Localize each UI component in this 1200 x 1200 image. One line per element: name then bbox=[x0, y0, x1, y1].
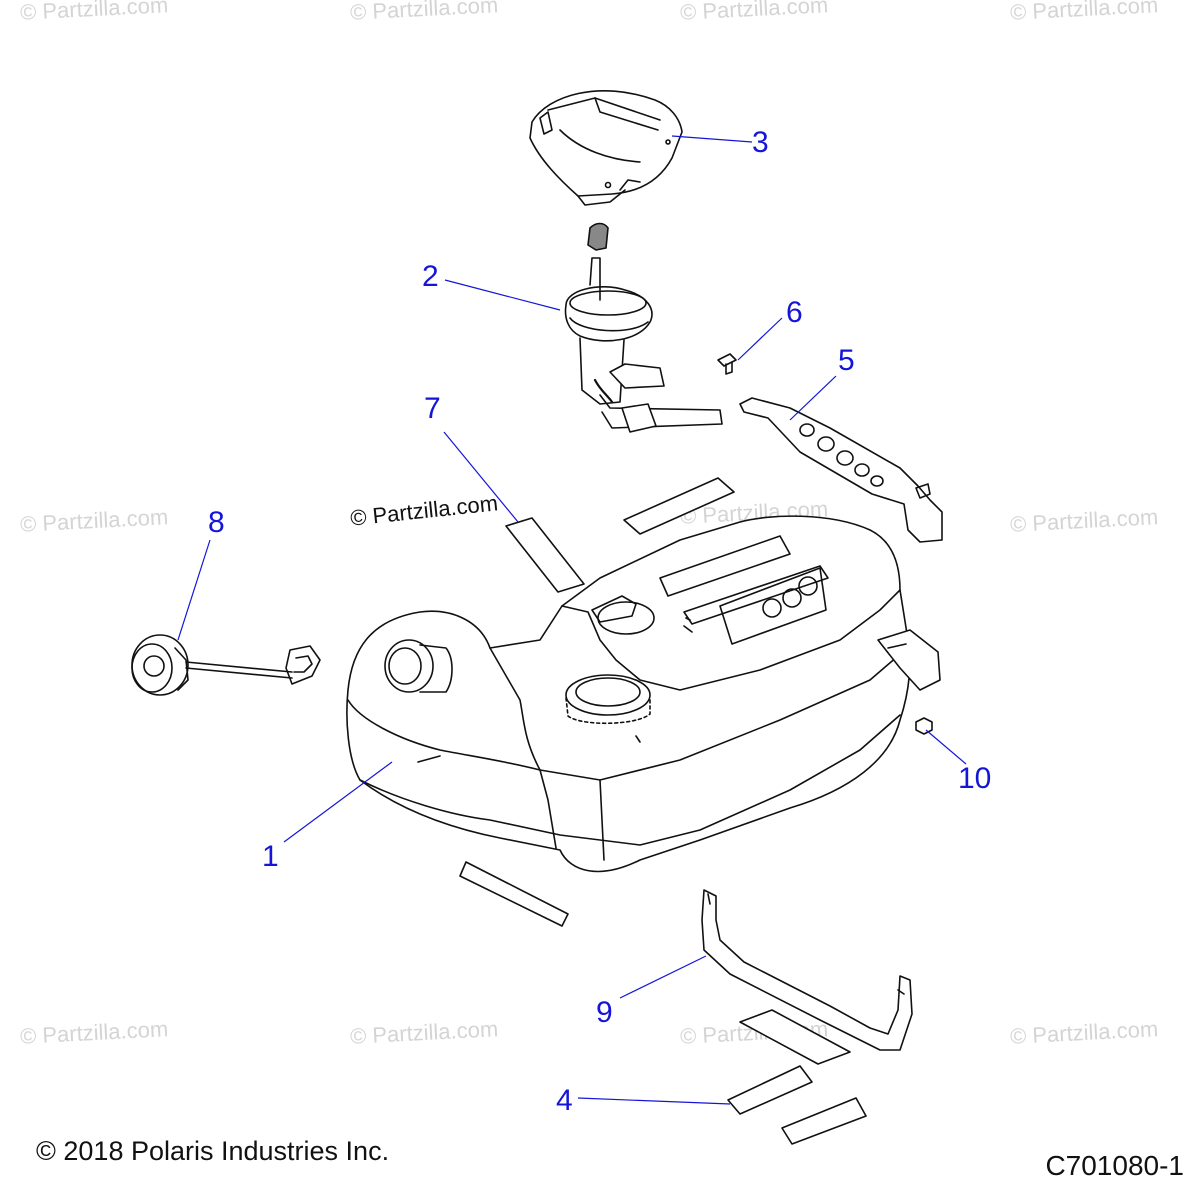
callout-1[interactable]: 1 bbox=[262, 840, 279, 873]
callout-6[interactable]: 6 bbox=[786, 296, 803, 329]
leader-2 bbox=[444, 279, 561, 311]
callout-9[interactable]: 9 bbox=[596, 996, 613, 1029]
part-8-fuel-cap[interactable] bbox=[131, 634, 321, 696]
leader-9 bbox=[619, 955, 707, 999]
part-9-strap[interactable] bbox=[701, 889, 913, 1051]
leader-3 bbox=[671, 135, 753, 143]
part-7-pad[interactable] bbox=[505, 517, 585, 593]
callout-8[interactable]: 8 bbox=[208, 506, 225, 539]
part-2-fuel-pump[interactable] bbox=[564, 222, 723, 433]
diagram-id: C701080-1 bbox=[1045, 1150, 1184, 1181]
leader-7 bbox=[443, 431, 519, 523]
part-4-pads[interactable] bbox=[727, 1009, 867, 1145]
part-5-bracket[interactable] bbox=[739, 397, 943, 543]
callout-3[interactable]: 3 bbox=[752, 126, 769, 159]
part-3-cover[interactable] bbox=[529, 90, 683, 206]
leader-4 bbox=[577, 1097, 731, 1105]
pad bbox=[623, 477, 735, 535]
part-6-bolt[interactable] bbox=[717, 353, 737, 375]
part-1-fuel-tank[interactable] bbox=[346, 515, 941, 873]
callout-2[interactable]: 2 bbox=[422, 260, 439, 293]
callout-7[interactable]: 7 bbox=[424, 392, 441, 425]
callout-10[interactable]: 10 bbox=[958, 762, 992, 795]
callout-5[interactable]: 5 bbox=[838, 344, 855, 377]
leader-5 bbox=[789, 375, 837, 421]
leader-8 bbox=[177, 539, 211, 641]
part-10-nut[interactable] bbox=[915, 717, 933, 735]
copyright-notice: © 2018 Polaris Industries Inc. bbox=[36, 1136, 390, 1166]
callout-4[interactable]: 4 bbox=[556, 1084, 573, 1117]
leader-6 bbox=[737, 317, 783, 361]
leader-1 bbox=[283, 761, 393, 843]
pad bbox=[459, 861, 569, 927]
leader-10 bbox=[925, 729, 967, 765]
